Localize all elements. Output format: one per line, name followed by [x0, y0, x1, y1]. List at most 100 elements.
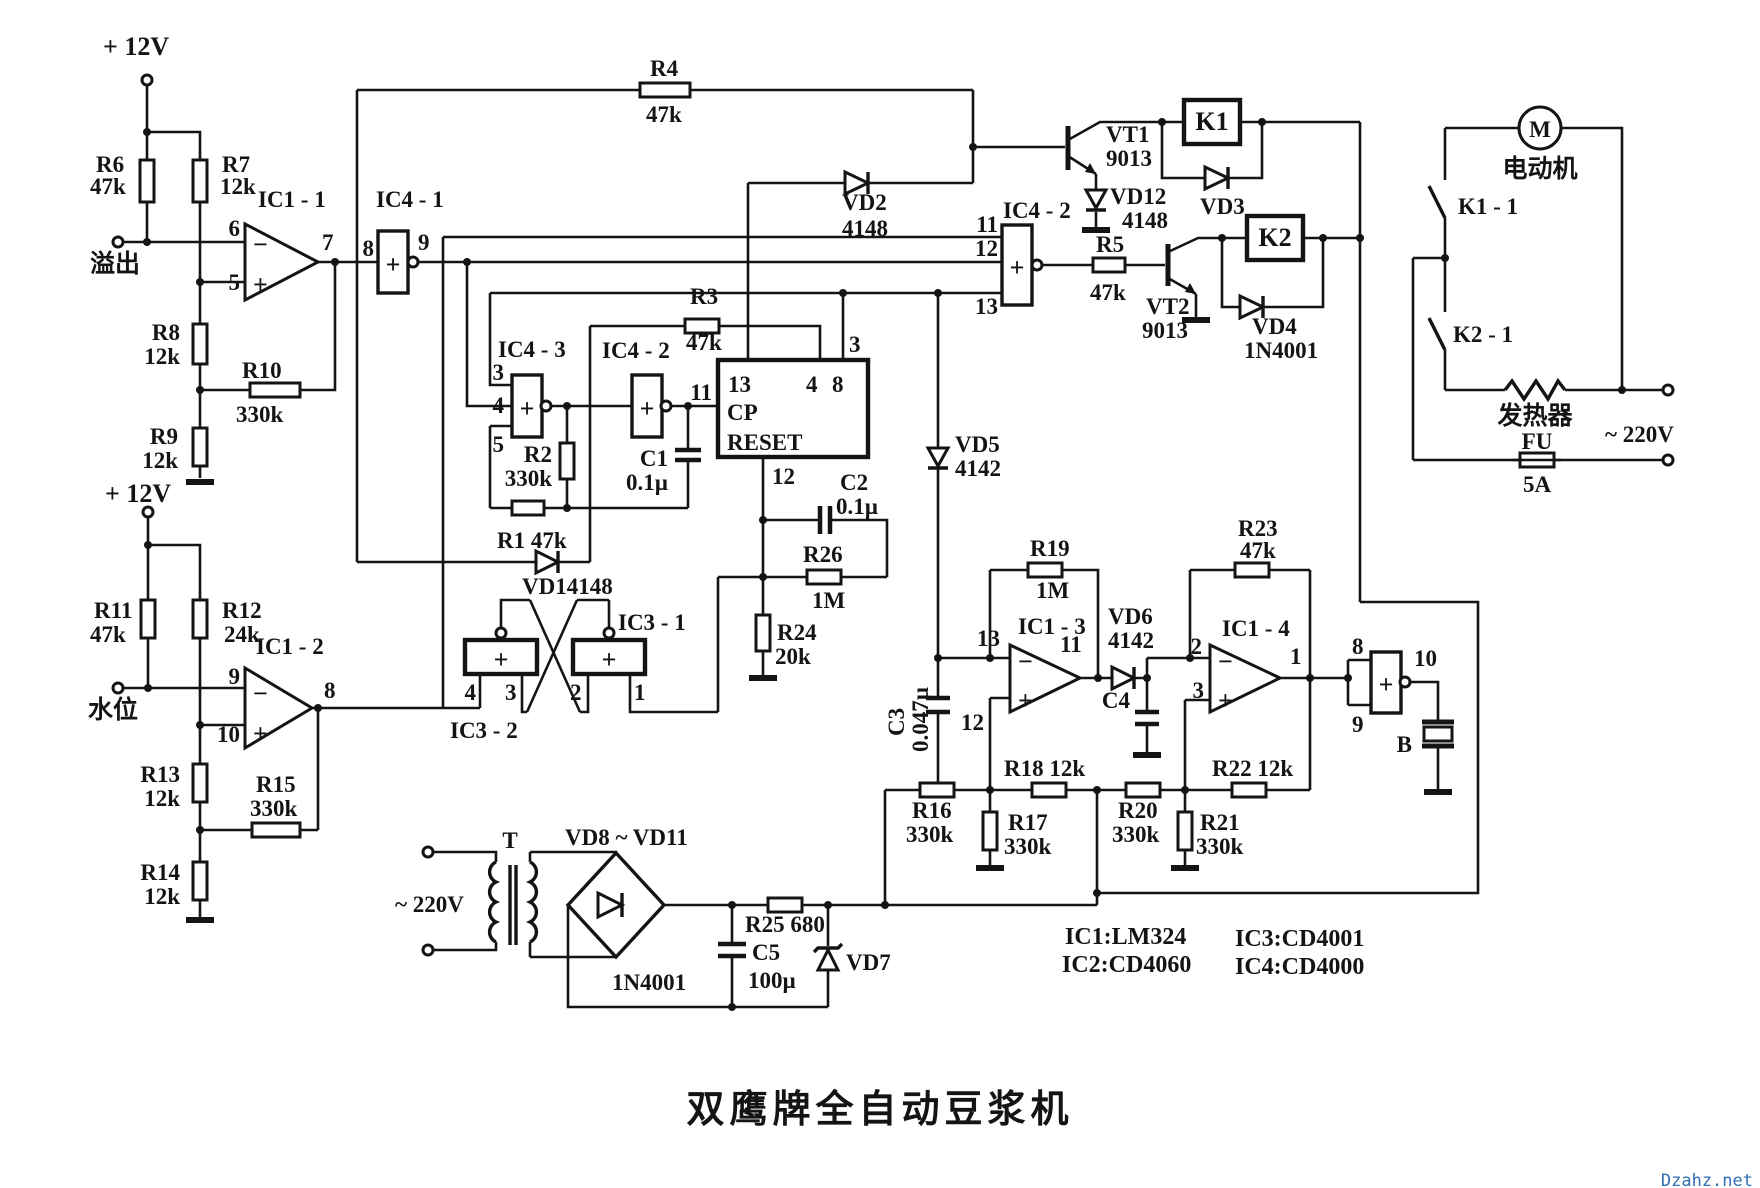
r5-ref: R5: [1096, 232, 1124, 257]
ic1-1-pin6: 6: [229, 216, 241, 241]
wires: [123, 85, 1663, 1009]
resistor-r1: [510, 499, 546, 517]
resistor-r14: [191, 860, 209, 902]
r18-label: R18 12k: [1004, 756, 1085, 781]
watermark: Dzahz.net: [1661, 1171, 1753, 1188]
ic1-3-plus: +: [1018, 686, 1033, 715]
schematic-title: 双鹰牌全自动豆浆机: [686, 1088, 1073, 1131]
resistor-r3: [683, 317, 721, 335]
r2-value: 330k: [505, 466, 553, 491]
bridge-rectifier: [565, 850, 667, 960]
r12-ref: R12: [222, 598, 262, 623]
r14-value: 12k: [144, 884, 180, 909]
motor-symbol: [1517, 105, 1563, 151]
vt2-type: 9013: [1142, 318, 1188, 343]
terminal-mains-left-1: [421, 845, 435, 859]
opamp-ic1-3: [1008, 642, 1084, 715]
parts-list-ic1: IC1:LM324: [1065, 924, 1186, 950]
ic2-reset-label: RESET: [727, 430, 802, 455]
ic3-pin4: 4: [465, 680, 477, 705]
resistor-r19: [1026, 561, 1064, 579]
opamp-ic1-2: [243, 665, 315, 751]
r26-value: 1M: [812, 588, 846, 613]
r9-ref: R9: [150, 424, 178, 449]
r10-ref: R10: [242, 358, 282, 383]
ic4-2b-plus: +: [1010, 253, 1025, 282]
r11-ref: R11: [94, 598, 132, 623]
terminal-mains-left-2: [421, 943, 435, 957]
resistor-r10: [248, 381, 302, 399]
r4-value: 47k: [646, 102, 682, 127]
c2-value: 0.1µ: [836, 494, 878, 519]
vd6-ref: VD6: [1108, 604, 1153, 629]
r24-value: 20k: [775, 644, 811, 669]
k1-1-label: K1 - 1: [1458, 194, 1518, 219]
diode-vd6: [1110, 664, 1138, 692]
resistor-r20: [1124, 781, 1162, 799]
ic4-1-label: IC4 - 1: [376, 187, 444, 212]
r13-value: 12k: [144, 786, 180, 811]
motor-name-label: 电动机: [1502, 155, 1577, 183]
diode-vd1: [534, 548, 562, 576]
ic2-pin12: 12: [772, 464, 795, 489]
ic1-1-label: IC1 - 1: [258, 187, 326, 212]
r20-ref: R20: [1118, 798, 1158, 823]
mains-left-label: ~ 220V: [395, 892, 464, 917]
diode-vd12: [1083, 188, 1109, 212]
ic4-2b-pin13: 13: [975, 294, 998, 319]
vd2-ref: VD2: [842, 190, 887, 215]
r15-ref: R15: [256, 772, 296, 797]
vd5-type: 4142: [955, 456, 1001, 481]
ic1-4-plus: +: [1218, 686, 1233, 715]
r25-label: R25 680: [745, 912, 825, 937]
ic1-4-pin1: 1: [1290, 644, 1302, 669]
r22-label: R22 12k: [1212, 756, 1293, 781]
fuse-label: FU: [1522, 429, 1553, 454]
terminal-12v-bottom: [141, 505, 155, 519]
c4-ref: C4: [1102, 688, 1131, 713]
ic3-1-label: IC3 - 1: [618, 610, 686, 635]
ic2-pin8: 8: [832, 372, 844, 397]
buzzer-label: B: [1397, 732, 1412, 757]
ic4-3-pin4: 4: [493, 393, 505, 418]
ic1-3-pin13: 13: [977, 626, 1000, 651]
r21-value: 330k: [1196, 834, 1244, 859]
diode-vd3: [1203, 164, 1232, 192]
ic4-3-plus: +: [520, 394, 535, 423]
transformer-label: T: [502, 828, 517, 853]
ic3-2-label: IC3 - 2: [450, 718, 518, 743]
resistor-r9: [191, 426, 209, 468]
gate-ic4-2a: [630, 373, 673, 439]
relay-k2: [1244, 213, 1306, 263]
resistor-r6: [138, 158, 156, 204]
vd4-type: 1N4001: [1244, 338, 1318, 363]
r24-ref: R24: [777, 620, 817, 645]
r17-value: 330k: [1004, 834, 1052, 859]
r21-ref: R21: [1200, 810, 1240, 835]
vt1-ref: VT1: [1106, 122, 1149, 147]
diode-vd4: [1238, 293, 1267, 321]
ic2-pin3: 3: [849, 332, 861, 357]
gate-ic4-3: [510, 373, 553, 439]
gate-ic4-2b: [1000, 223, 1044, 307]
r14-ref: R14: [140, 860, 180, 885]
vt1-type: 9013: [1106, 146, 1152, 171]
resistor-r13: [191, 762, 209, 804]
terminal-water-level: [111, 681, 125, 695]
ic4-2b-label: IC4 - 2: [1003, 198, 1071, 223]
ic1-2-label: IC1 - 2: [256, 634, 324, 659]
c5-value: 100µ: [748, 968, 796, 993]
transistor-vt1: [1065, 126, 1096, 174]
r10-value: 330k: [236, 402, 284, 427]
r15-value: 330k: [250, 796, 298, 821]
supply-12v-top-label: + 12V: [103, 32, 169, 61]
parts-list-ic3: IC3:CD4001: [1235, 926, 1364, 952]
fuse-symbol: [1513, 451, 1561, 469]
r2-ref: R2: [524, 442, 552, 467]
ic1-3-minus: −: [1018, 647, 1033, 676]
ic4-3-label: IC4 - 3: [498, 337, 566, 362]
ic1-4-minus: −: [1218, 647, 1233, 676]
vd4-ref: VD4: [1252, 314, 1297, 339]
ic4-2b-pin12: 12: [975, 236, 998, 261]
resistor-r17: [981, 810, 999, 852]
